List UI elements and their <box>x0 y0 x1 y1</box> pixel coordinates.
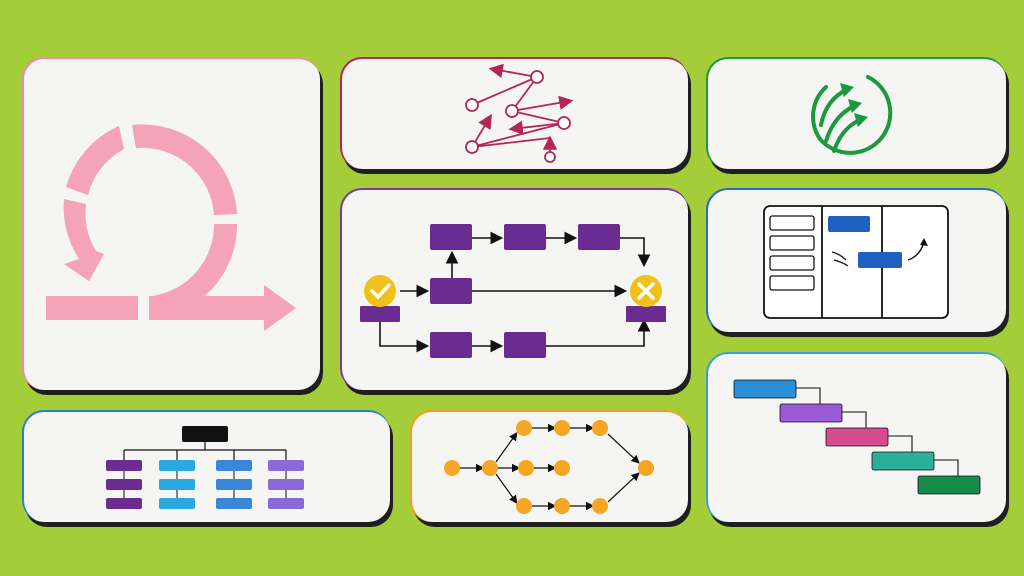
process-flow-icon <box>360 224 666 358</box>
gantt-bar <box>825 427 889 447</box>
kanban-board-card <box>706 188 1006 332</box>
pert-node <box>592 420 608 436</box>
kanban-card-active <box>828 216 870 232</box>
end-node <box>626 306 666 322</box>
cycle-arc-segment <box>152 224 238 319</box>
scrum-cycle-card <box>22 57 320 390</box>
pert-node <box>518 460 534 476</box>
network-node <box>530 70 544 84</box>
pert-node <box>554 460 570 476</box>
network-node <box>465 98 479 112</box>
pert-node <box>554 420 570 436</box>
pert-node <box>516 498 532 514</box>
pert-network-card <box>410 410 688 522</box>
gantt-bar <box>779 403 843 423</box>
start-node <box>360 306 400 322</box>
success-icon <box>364 275 396 307</box>
kanban-card <box>769 275 815 291</box>
network-node <box>544 151 556 163</box>
kanban-card <box>769 255 815 271</box>
backlog-bar <box>46 296 138 320</box>
kanban-card-moving <box>858 252 902 268</box>
gantt-bar <box>733 379 797 399</box>
flow-node <box>430 332 472 358</box>
growth-arrows-icon <box>811 75 893 155</box>
gantt-chart-card <box>706 352 1006 522</box>
pert-node <box>444 460 460 476</box>
gantt-bar <box>871 451 935 471</box>
cycle-arc-segment <box>66 126 124 195</box>
kanban-card <box>769 235 815 251</box>
pert-node <box>482 460 498 476</box>
org-chart-icon <box>106 426 304 509</box>
growth-arrows-card <box>706 57 1006 169</box>
gantt-chart-icon <box>733 379 981 495</box>
pert-node <box>592 498 608 514</box>
cycle-arc-arrow <box>63 199 104 281</box>
process-flow-card <box>340 188 688 390</box>
scatter-network-card <box>340 57 688 169</box>
agile-cycle-icon <box>46 124 296 331</box>
flow-node <box>578 224 620 250</box>
network-node <box>505 104 519 118</box>
flow-node <box>504 332 546 358</box>
flow-node <box>430 224 472 250</box>
network-node <box>465 140 479 154</box>
release-arrow <box>149 285 296 331</box>
root-node <box>182 426 228 442</box>
network-arrows-icon <box>465 63 574 163</box>
flow-node <box>430 278 472 304</box>
flow-node <box>504 224 546 250</box>
gantt-bar <box>917 475 981 495</box>
network-diagram-icon <box>444 420 654 514</box>
network-node <box>557 116 571 130</box>
pert-node <box>638 460 654 476</box>
kanban-board-icon <box>763 205 949 319</box>
pert-node <box>516 420 532 436</box>
kanban-card <box>769 215 815 231</box>
cycle-arc-segment <box>132 124 237 215</box>
pert-node <box>554 498 570 514</box>
hierarchy-tree-card <box>22 410 390 522</box>
